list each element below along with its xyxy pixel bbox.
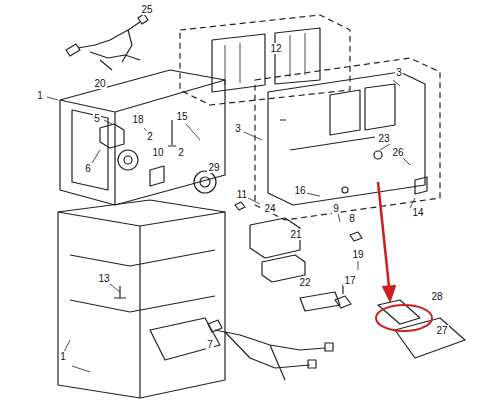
callout-number: 25 — [140, 4, 153, 15]
callout-number: 16 — [293, 185, 306, 196]
callout-number: 19 — [351, 249, 364, 260]
callout-number: 9 — [332, 203, 340, 214]
callout-number: 10 — [151, 147, 164, 158]
callout-number: 24 — [263, 203, 276, 214]
callout-number: 13 — [97, 273, 110, 284]
callout-number: 21 — [289, 229, 302, 240]
callout-number: 2 — [177, 147, 185, 158]
callout-number: 27 — [435, 325, 448, 336]
callout-number: 3 — [234, 123, 242, 134]
callout-number: 23 — [377, 133, 390, 144]
callout-number: 7 — [206, 339, 214, 350]
callout-number: 15 — [175, 111, 188, 122]
callout-number: 14 — [411, 207, 424, 218]
callout-number: 3 — [395, 67, 403, 78]
callout-number: 29 — [207, 162, 220, 173]
callout-number: 20 — [93, 78, 106, 89]
callout-number: 5 — [93, 113, 101, 124]
callout-number: 18 — [131, 114, 144, 125]
callout-number: 11 — [236, 189, 248, 200]
callout-number: 26 — [391, 147, 404, 158]
callout-number: 1 — [36, 90, 44, 101]
callout-number: 17 — [343, 275, 356, 286]
callout-number: 8 — [348, 213, 356, 224]
callout-number: 28 — [430, 291, 443, 302]
callout-number: 22 — [298, 277, 311, 288]
callout-number: 12 — [269, 43, 282, 54]
callout-number: 2 — [146, 131, 154, 142]
callout-number: 6 — [84, 163, 92, 174]
callout-number: 1 — [59, 351, 67, 362]
